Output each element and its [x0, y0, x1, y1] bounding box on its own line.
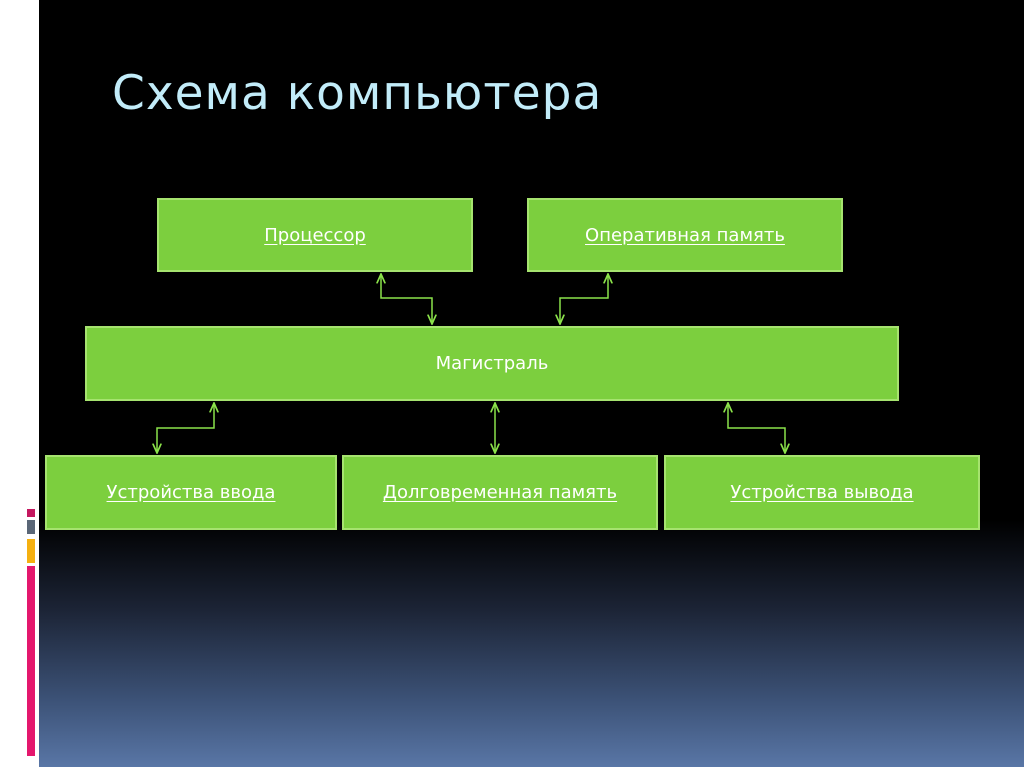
bus-box: Магистраль [85, 326, 899, 401]
accent-bar [27, 509, 35, 517]
processor-link[interactable]: Процессор [264, 224, 366, 246]
processor-box[interactable]: Процессор [157, 198, 473, 272]
accent-bar [27, 539, 35, 563]
ram-box[interactable]: Оперативная память [527, 198, 843, 272]
bus-input-connector [157, 403, 214, 453]
input-devices-link[interactable]: Устройства ввода [106, 482, 276, 503]
output-devices-box[interactable]: Устройства вывода [664, 455, 980, 530]
storage-link[interactable]: Долговременная память [382, 482, 618, 503]
slide-title: Схема компьютера [112, 66, 603, 121]
ram-bus-connector [560, 274, 608, 324]
input-devices-box[interactable]: Устройства ввода [45, 455, 337, 530]
bus-output-connector [728, 403, 785, 453]
bus-label: Магистраль [435, 353, 549, 374]
processor-bus-connector [381, 274, 432, 324]
accent-bar [27, 566, 35, 756]
output-devices-link[interactable]: Устройства вывода [730, 482, 914, 503]
ram-link[interactable]: Оперативная память [585, 224, 785, 246]
storage-box[interactable]: Долговременная память [342, 455, 658, 530]
accent-bar [27, 520, 35, 534]
